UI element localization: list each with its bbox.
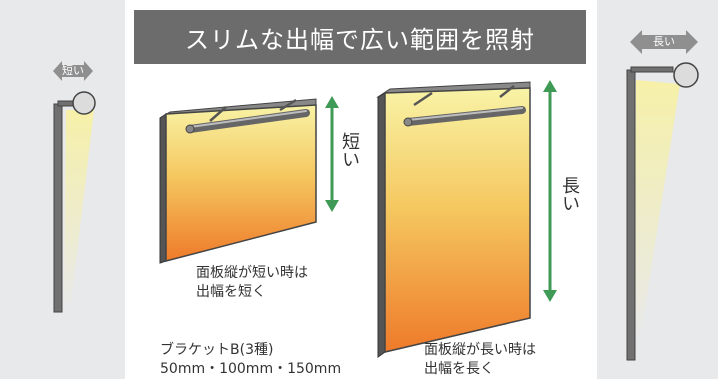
short-panel-caption-line2: 出幅を短く — [196, 284, 266, 300]
right-arrow-label: 長い — [653, 35, 675, 48]
bracket-note-line2: 50mm・100mm・150mm — [160, 361, 342, 377]
right-lamp-head — [673, 62, 699, 88]
tall-panel-caption-line2: 出幅を長く — [424, 361, 494, 377]
bracket-note-line1: ブラケットB(3種) — [160, 342, 274, 358]
short-panel-face — [165, 104, 317, 262]
tall-height-label: 長い — [559, 176, 580, 212]
right-pole — [626, 69, 636, 361]
right-light-fixture — [626, 30, 699, 361]
left-lamp-head — [72, 91, 96, 115]
right-width-arrow-icon — [630, 30, 698, 54]
tall-panel-caption-line1: 面板縦が長い時は — [424, 342, 536, 358]
tall-panel-face — [384, 87, 531, 353]
short-panel-lamp-bar — [186, 109, 310, 133]
short-sign-panel — [159, 98, 317, 264]
short-height-arrow-icon — [325, 96, 339, 212]
left-width-arrow-icon — [53, 61, 93, 81]
short-panel-caption-line1: 面板縦が短い時は — [196, 265, 308, 281]
right-light-beam — [634, 80, 680, 340]
tall-sign-panel — [376, 81, 531, 358]
left-pole — [53, 103, 63, 313]
left-light-beam — [64, 110, 94, 312]
tall-panel-side-edge — [377, 92, 386, 358]
left-arrow-label: 短い — [62, 64, 84, 77]
banner-title: スリムな出幅で広い範囲を照射 — [134, 10, 586, 64]
short-height-label: 短い — [339, 132, 360, 168]
tall-height-arrow-icon — [543, 80, 557, 302]
tall-panel-lamp-bar — [404, 106, 526, 126]
right-bracket-arm — [630, 66, 674, 73]
left-light-fixture — [53, 61, 96, 313]
short-panel-side-edge — [159, 113, 167, 264]
